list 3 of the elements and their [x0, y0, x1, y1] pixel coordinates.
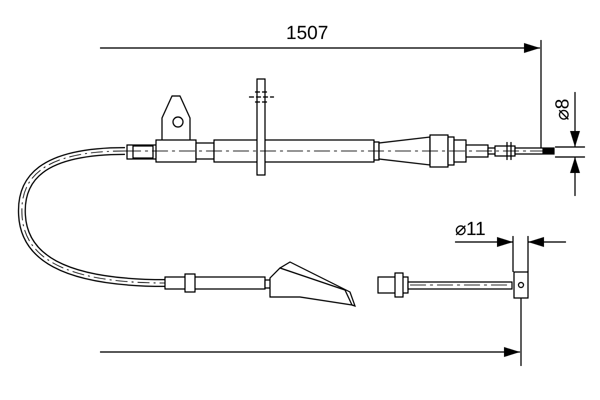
dimension-label: ⌀11 — [455, 220, 486, 239]
dimension-label: 1507 — [286, 24, 328, 43]
dimension-label: ⌀8 — [553, 98, 572, 120]
